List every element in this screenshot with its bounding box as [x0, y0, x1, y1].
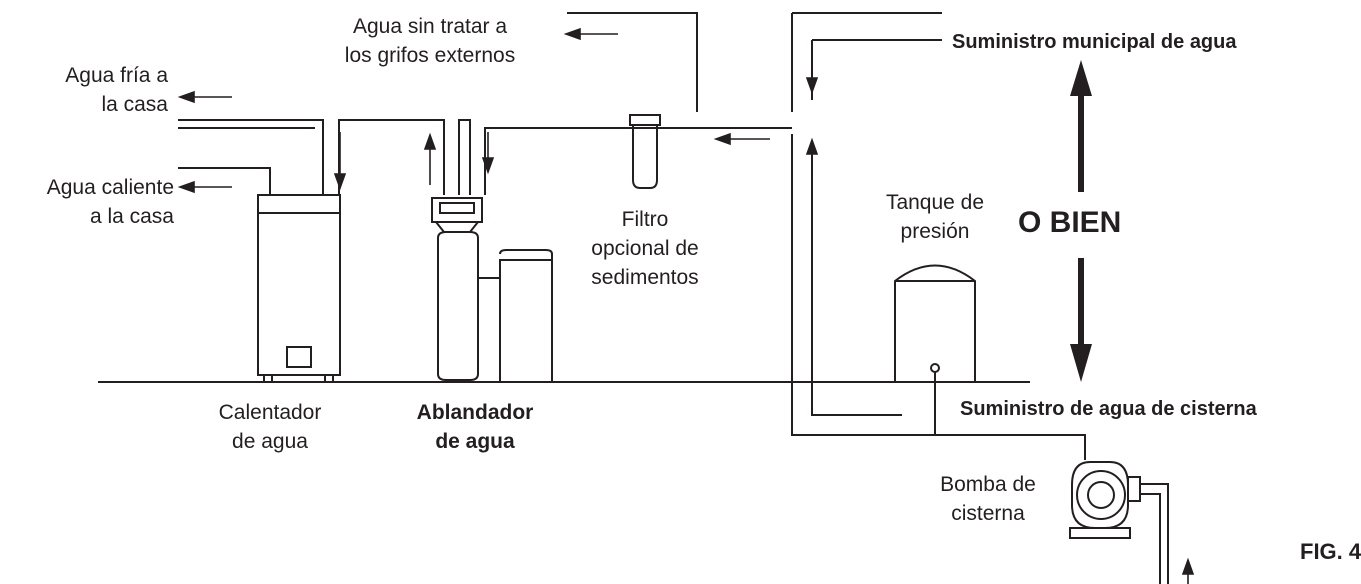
sediment-filter — [629, 114, 661, 189]
cold-water-label: Agua fría a la casa — [65, 64, 168, 116]
arrow-cold-out — [177, 90, 232, 104]
hot-water-pipe — [178, 167, 271, 195]
figure-label: FIG. 4 — [1300, 539, 1361, 564]
arrow-well-up — [805, 137, 819, 170]
softener-label: Ablandador de agua — [416, 401, 534, 453]
municipal-supply-label: Suministro municipal de agua — [952, 31, 1237, 53]
water-heater-label: Calentador de agua — [218, 401, 322, 453]
brine-tank — [499, 249, 553, 383]
water-softener — [431, 197, 500, 381]
arrow-hot-out — [177, 180, 232, 194]
pressure-tank-label: Tanque de presión — [885, 191, 985, 243]
hot-water-label: Agua caliente a la casa — [46, 176, 174, 228]
pressure-tank — [894, 264, 976, 435]
arrow-heater-down — [333, 132, 347, 191]
supply-pipes — [791, 12, 1086, 460]
well-pump-label: Bomba de cisterna — [940, 473, 1036, 525]
cold-water-pipe — [178, 119, 792, 195]
arrow-pump-up — [1181, 557, 1195, 584]
either-arrow-up — [1070, 60, 1092, 192]
either-label: O BIEN — [1018, 206, 1122, 239]
arrow-supply-in — [713, 132, 770, 146]
well-supply-label: Suministro de agua de cisterna — [960, 398, 1257, 420]
arrow-softener-up — [423, 132, 437, 185]
water-heater — [257, 194, 341, 383]
untreated-water-label: Agua sin tratar a los grifos externos — [344, 15, 516, 67]
arrow-untreated — [563, 27, 618, 41]
well-pump — [1069, 461, 1169, 584]
untreated-branch-pipe — [567, 12, 698, 112]
sediment-filter-label: Filtro opcional de sedimentos — [591, 208, 699, 289]
arrow-softener-down — [481, 132, 495, 175]
arrow-municipal-down — [805, 52, 819, 95]
either-arrow-down — [1070, 258, 1092, 382]
